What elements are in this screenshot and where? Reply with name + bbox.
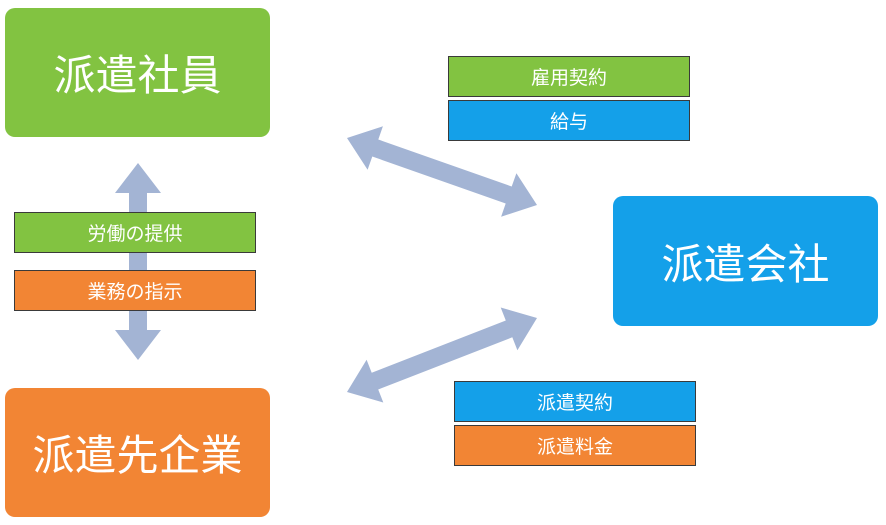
label-labor-provision: 労働の提供	[14, 212, 256, 253]
double-arrow-client-agency	[347, 307, 537, 403]
label-employment-contract: 雇用契約	[448, 56, 690, 97]
label-dispatch-contract: 派遣契約	[454, 381, 696, 422]
node-employee: 派遣社員	[5, 8, 270, 137]
node-agency: 派遣会社	[613, 196, 878, 326]
node-client: 派遣先企業	[5, 388, 270, 517]
label-salary: 給与	[448, 100, 690, 141]
label-work-instruction: 業務の指示	[14, 270, 256, 311]
double-arrow-employee-agency	[347, 126, 537, 217]
label-dispatch-fee: 派遣料金	[454, 425, 696, 466]
double-arrow-employee-client	[115, 163, 161, 360]
